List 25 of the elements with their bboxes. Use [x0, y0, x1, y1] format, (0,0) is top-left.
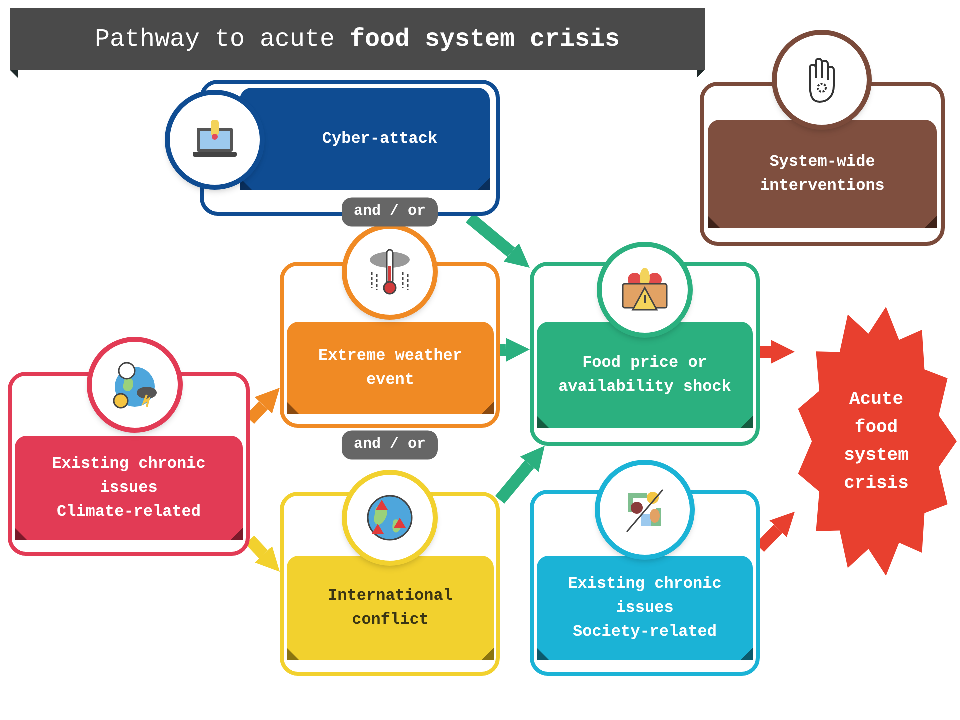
stage-card: [165, 78, 500, 218]
node-label: System-wide interventions: [759, 152, 886, 197]
node-label: International conflict: [327, 586, 454, 631]
node-label: Society-related: [572, 622, 718, 643]
node-label: Cyber-attack: [321, 129, 439, 150]
block-arrow: [500, 338, 530, 362]
node-label: Extreme weather event: [317, 346, 464, 391]
block-arrow: [495, 446, 545, 504]
block-arrow: [466, 213, 530, 268]
stage-card: [280, 224, 500, 428]
block-arrow: [760, 340, 795, 364]
title: Pathway to acute food system crisis: [94, 26, 620, 52]
node-label: Food price or availability shock: [558, 353, 732, 398]
stage-card: [700, 30, 945, 246]
block-arrow: [246, 536, 280, 572]
stage-card: [8, 337, 250, 556]
node-label: Climate-related: [56, 502, 202, 523]
connector-pill: and / or: [342, 198, 438, 226]
node-label: Acute food system crisis: [843, 388, 910, 496]
stage-card: [530, 460, 760, 676]
stage-card: [530, 242, 760, 446]
node-label: Existing chronic issues: [567, 574, 723, 619]
node-label: Existing chronic issues: [51, 454, 207, 499]
connector-pill: and / or: [342, 430, 438, 460]
stage-card: [280, 470, 500, 676]
